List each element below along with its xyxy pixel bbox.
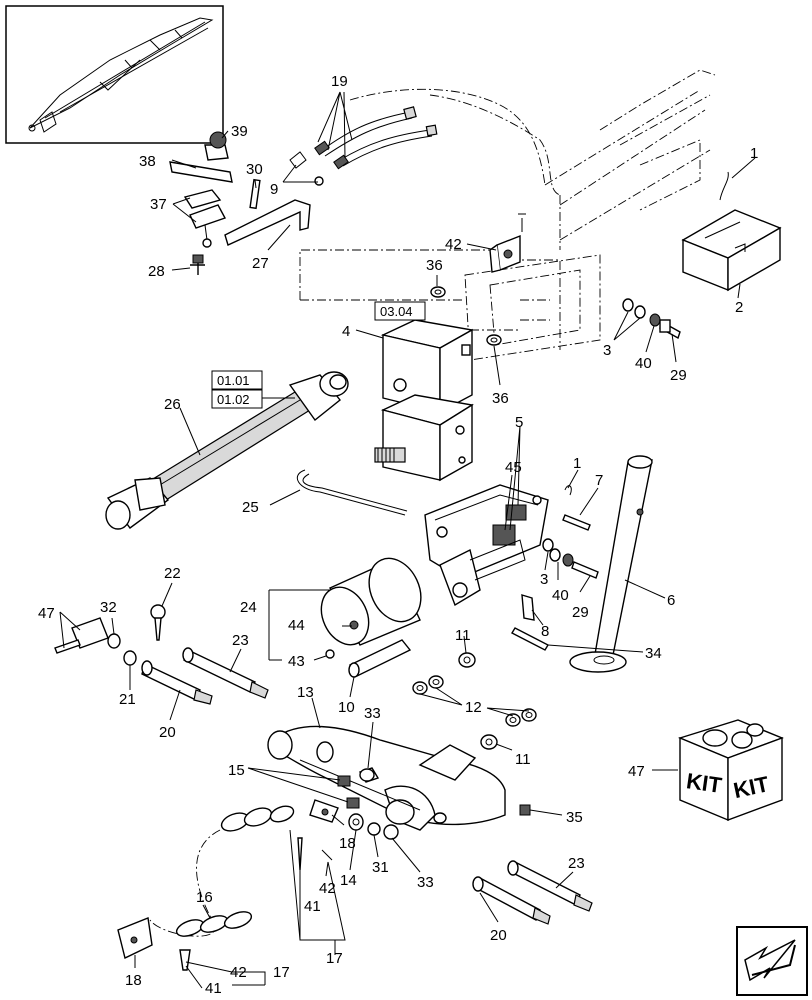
leader-lines xyxy=(59,91,756,989)
callout: 20 xyxy=(490,927,507,944)
mount-plate xyxy=(424,484,549,607)
callout: 1 xyxy=(750,145,758,162)
callout: 15 xyxy=(228,762,245,779)
callout: 34 xyxy=(645,645,662,662)
callout: 28 xyxy=(148,263,165,280)
callout: 35 xyxy=(566,809,583,826)
callout: 21 xyxy=(119,691,136,708)
cylinder-cover xyxy=(320,557,422,659)
callout-numbers: 19 9 39 38 30 37 27 28 42 36 36 1 2 3 40… xyxy=(38,73,758,997)
callout: 25 xyxy=(242,499,259,516)
hitch-tongue xyxy=(267,725,506,831)
hitch-hardware xyxy=(297,767,531,871)
callout: 14 xyxy=(340,872,357,889)
callout: 41 xyxy=(205,980,222,997)
washers-11-12 xyxy=(412,652,537,750)
callout: 5 xyxy=(515,414,523,431)
callout: 26 xyxy=(164,396,181,413)
ref-box-0304: 03.04 xyxy=(374,301,426,321)
callout: 47 xyxy=(628,763,645,780)
boom-frame-phantom xyxy=(299,69,716,361)
callout: 6 xyxy=(667,592,675,609)
callout: 41 xyxy=(304,898,321,915)
callout: 36 xyxy=(492,390,509,407)
callout: 29 xyxy=(572,604,589,621)
callout: 33 xyxy=(417,874,434,891)
callout: 27 xyxy=(252,255,269,272)
callout: 11 xyxy=(515,751,531,768)
callout: 47 xyxy=(38,605,55,622)
callout: 2 xyxy=(735,299,743,316)
callout: 12 xyxy=(465,699,482,716)
callout: 42 xyxy=(230,964,247,981)
kit-box xyxy=(677,719,784,822)
callout: 42 xyxy=(445,236,462,253)
hardware-upper-right xyxy=(622,298,681,340)
callout: 30 xyxy=(246,161,263,178)
callout: 40 xyxy=(552,587,569,604)
jack-stand xyxy=(569,455,653,673)
callout: 4 xyxy=(342,323,350,340)
callout: 37 xyxy=(150,196,167,213)
ref-box-0101: 01.01 xyxy=(211,370,263,390)
bracket-top xyxy=(489,213,526,273)
gearbox xyxy=(374,319,475,482)
callout: 42 xyxy=(319,880,336,897)
overview-thumbnail xyxy=(5,5,224,144)
callout: 8 xyxy=(541,623,549,640)
callout: 32 xyxy=(100,599,117,616)
callout: 9 xyxy=(270,181,278,198)
ref-0102-text: 01.02 xyxy=(217,392,250,407)
kit-label-left: KIT xyxy=(685,768,724,798)
washers-36 xyxy=(430,286,502,346)
callout: 16 xyxy=(196,889,213,906)
callout: 40 xyxy=(635,355,652,372)
callout: 33 xyxy=(364,705,381,722)
callout: 1 xyxy=(573,455,581,472)
safety-chain xyxy=(117,805,295,971)
callout: 23 xyxy=(568,855,585,872)
hose-25 xyxy=(296,469,408,516)
callout: 45 xyxy=(505,459,522,476)
callout: 23 xyxy=(232,632,249,649)
callout: 36 xyxy=(426,257,443,274)
handle-assembly xyxy=(169,131,311,275)
callout: 19 xyxy=(331,73,348,90)
ref-0101-text: 01.01 xyxy=(217,373,250,388)
tube-10 xyxy=(348,639,412,678)
callout: 29 xyxy=(670,367,687,384)
callout: 24 xyxy=(240,599,257,616)
callout: 3 xyxy=(540,571,548,588)
callout: 3 xyxy=(603,342,611,359)
ref-0304-text: 03.04 xyxy=(380,304,413,319)
callout: 13 xyxy=(297,684,314,701)
callout: 38 xyxy=(139,153,156,170)
callout: 11 xyxy=(455,627,471,644)
next-page-arrow-icon[interactable] xyxy=(736,926,808,996)
callout: 44 xyxy=(288,617,305,634)
callout: 10 xyxy=(338,699,355,716)
toolbox xyxy=(681,171,782,292)
callout: 22 xyxy=(164,565,181,582)
hydraulic-hoses xyxy=(289,106,438,186)
callout: 31 xyxy=(372,859,389,876)
callout: 39 xyxy=(231,123,248,140)
callout: 18 xyxy=(339,835,356,852)
callout: 17 xyxy=(273,964,290,981)
pins-mid xyxy=(511,485,591,651)
pins-bottom xyxy=(472,860,593,925)
callout: 18 xyxy=(125,972,142,989)
callout: 17 xyxy=(326,950,343,967)
callout: 7 xyxy=(595,472,603,489)
hardware-mid xyxy=(542,538,599,579)
pto-shaft xyxy=(105,371,349,530)
pins-left xyxy=(54,604,269,705)
callout: 20 xyxy=(159,724,176,741)
callout: 43 xyxy=(288,653,305,670)
ref-box-0102: 01.02 xyxy=(211,389,263,409)
